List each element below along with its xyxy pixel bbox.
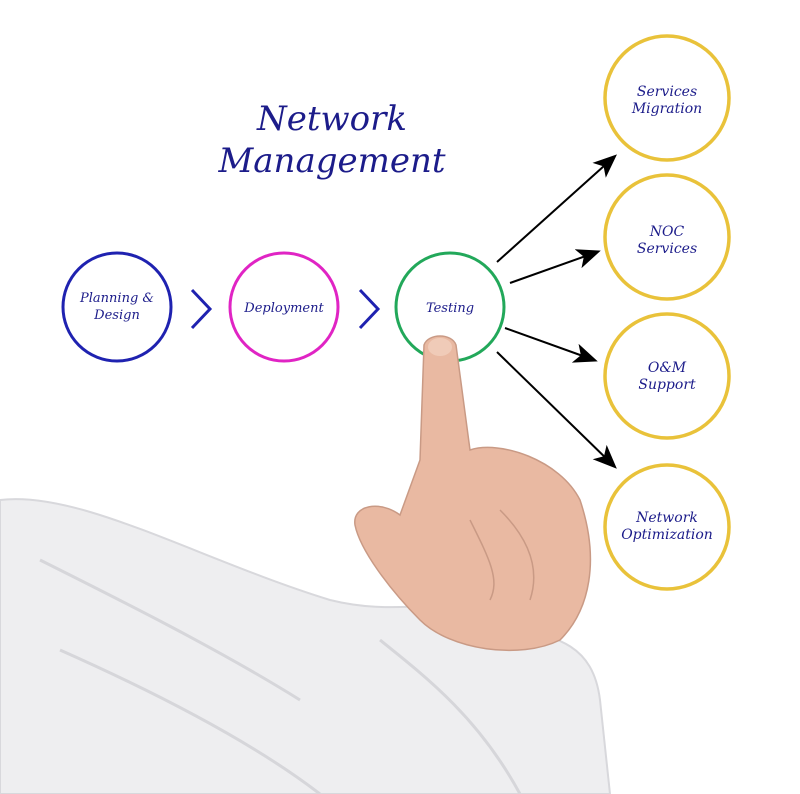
hand <box>354 335 592 652</box>
process-step-planning: Planning & Design <box>61 251 173 363</box>
deployment-label: Deployment <box>243 301 324 316</box>
outcome-om-support: O&M Support <box>603 312 731 440</box>
arrow-to-services-migration <box>496 154 617 263</box>
planning-label-1: Planning & <box>79 291 154 306</box>
planning-label-2: Design <box>93 308 140 323</box>
outcome-label: Migration <box>631 101 702 117</box>
outcome-circle <box>603 34 731 162</box>
outcome-label: NOC <box>649 224 685 240</box>
outcome-label: Services <box>637 84 697 100</box>
title-line-1: Network <box>256 99 407 139</box>
outcome-label: Optimization <box>621 527 713 543</box>
arrow-to-noc-services <box>509 249 601 284</box>
deployment-circle <box>228 251 340 363</box>
pointing-hand-illustration <box>0 335 612 794</box>
outcome-circle <box>603 463 731 591</box>
outcome-circle <box>603 173 731 301</box>
outcome-label: Services <box>637 241 697 257</box>
planning-circle <box>61 251 173 363</box>
outcome-circle <box>603 312 731 440</box>
outcome-network-optimization: Network Optimization <box>603 463 731 591</box>
title-line-2: Management <box>217 141 445 181</box>
outcome-label: Network <box>635 510 698 526</box>
fingernail <box>428 338 452 356</box>
outcome-label: Support <box>638 377 696 393</box>
shirt-sleeve <box>0 498 612 794</box>
chevron-right-icon <box>358 288 381 330</box>
arrow-to-network-optimization <box>496 351 617 469</box>
process-step-deployment: Deployment <box>228 251 340 363</box>
arrow-to-om-support <box>504 327 598 363</box>
outcome-label: O&M <box>648 360 687 376</box>
chevron-right-icon <box>190 288 213 330</box>
outcome-noc-services: NOC Services <box>603 173 731 301</box>
testing-label: Testing <box>426 301 474 316</box>
outcome-services-migration: Services Migration <box>603 34 731 162</box>
